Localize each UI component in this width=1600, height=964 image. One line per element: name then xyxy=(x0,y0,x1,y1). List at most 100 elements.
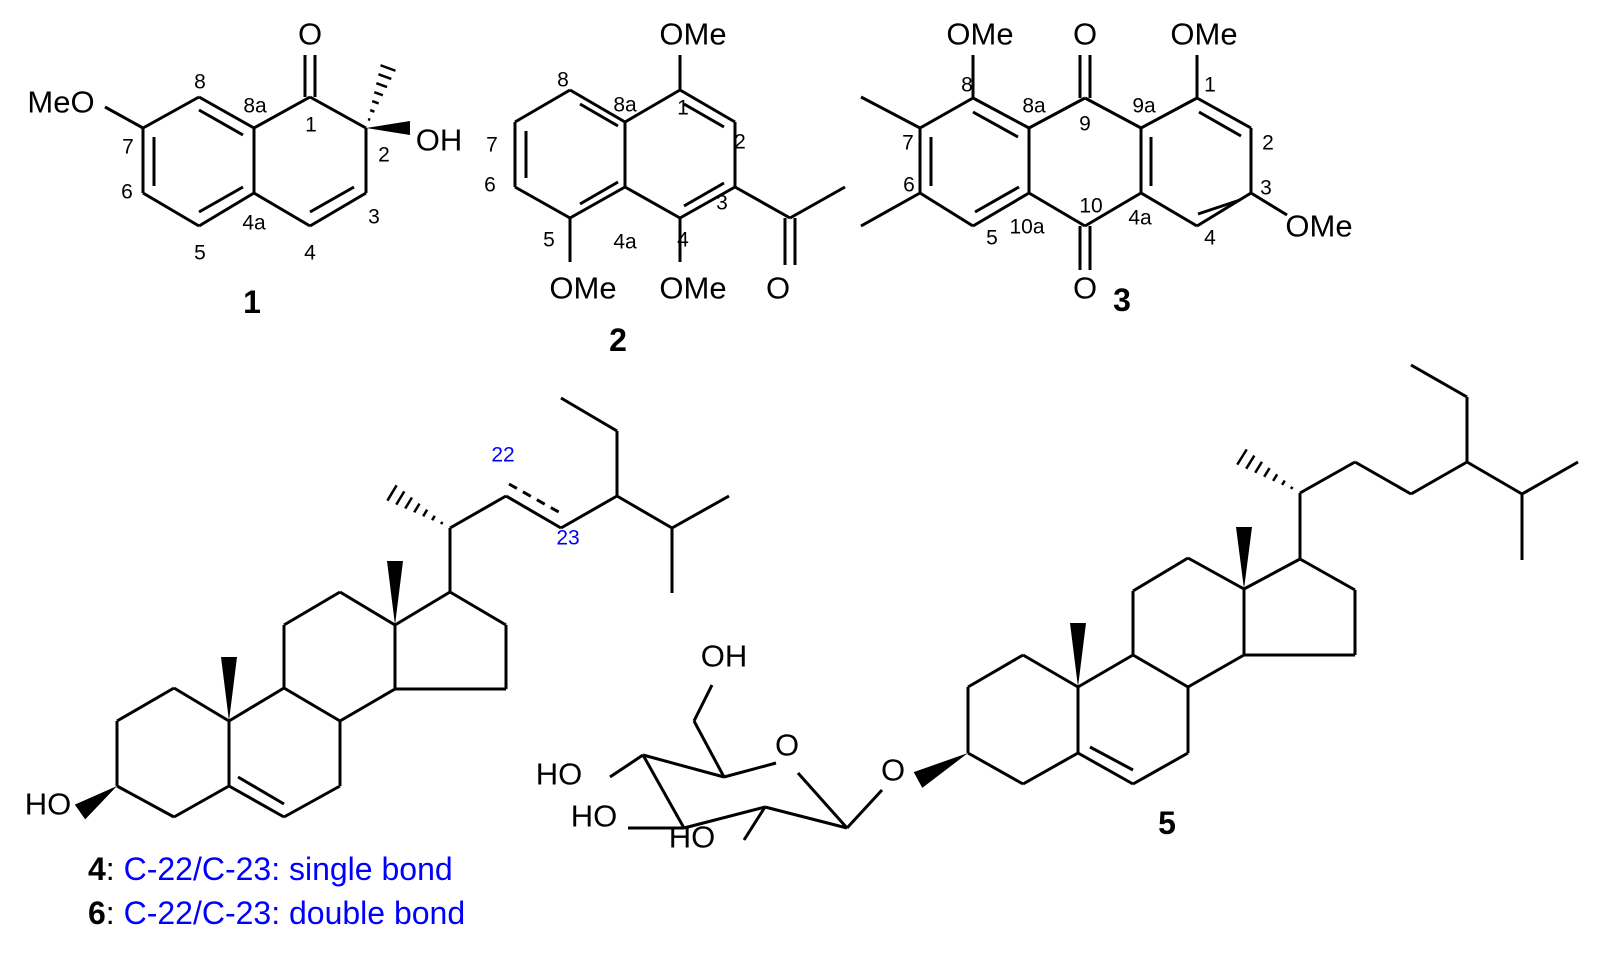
wedge-bond xyxy=(74,786,117,820)
bond xyxy=(1466,460,1523,496)
bond xyxy=(142,95,200,130)
compound-3: OMe O OMe OMe O 8 7 6 8a 9 9a 1 2 3 4 4a… xyxy=(902,17,1352,319)
bond xyxy=(734,185,791,220)
bond xyxy=(142,191,200,228)
bond xyxy=(569,88,626,124)
bond xyxy=(1196,96,1252,130)
bond xyxy=(116,686,175,723)
locant-22: 22 xyxy=(491,444,514,467)
bond xyxy=(560,494,618,530)
bond xyxy=(742,806,767,841)
atom-label-ho: HO xyxy=(571,799,618,834)
bond xyxy=(1250,191,1288,217)
hashed-bond xyxy=(404,496,413,510)
bond xyxy=(579,102,619,128)
locant: 8a xyxy=(613,94,637,117)
bond xyxy=(679,88,736,124)
bond xyxy=(508,482,565,517)
bond xyxy=(972,110,1019,139)
bond xyxy=(919,191,974,228)
locant: 5 xyxy=(194,242,206,265)
bond xyxy=(228,686,285,723)
locant: 5 xyxy=(986,227,998,250)
bond xyxy=(679,185,736,220)
bond xyxy=(1299,460,1356,495)
atom-label-o: O xyxy=(1073,271,1097,306)
atom-label-oh: OH xyxy=(416,123,463,158)
bond xyxy=(1299,557,1356,592)
bond xyxy=(1197,198,1241,216)
bond xyxy=(1140,191,1198,228)
bond xyxy=(845,788,884,830)
bond xyxy=(1198,110,1242,138)
hashed-bond xyxy=(386,484,398,502)
bond xyxy=(1187,556,1245,591)
caption-separator: : xyxy=(106,851,124,887)
bond xyxy=(1022,653,1079,689)
bond xyxy=(514,88,571,124)
bond xyxy=(173,686,230,723)
bond xyxy=(449,590,507,627)
locant: 4 xyxy=(677,229,689,252)
locant: 8a xyxy=(243,95,267,118)
hashed-bond xyxy=(422,509,429,517)
bond xyxy=(283,686,341,723)
compound-5: OH O HO HO HO O 5 xyxy=(536,639,1176,855)
bond-lines xyxy=(74,55,1579,841)
bond xyxy=(919,96,974,130)
compound-number: 2 xyxy=(609,322,627,358)
bond xyxy=(198,185,244,214)
bond xyxy=(609,753,644,779)
bond xyxy=(1089,745,1134,772)
locant: 2 xyxy=(734,131,746,154)
bond xyxy=(1077,653,1134,689)
compound-1: O OH MeO 8 8a 1 2 7 6 3 5 4a 4 1 xyxy=(27,17,462,321)
compound-4-6: HO 22 23 xyxy=(25,444,580,822)
locant: 1 xyxy=(677,97,689,120)
atom-label-o: O xyxy=(881,753,905,788)
wedge-bond xyxy=(1070,623,1086,687)
bond xyxy=(449,494,507,530)
caption-compound-4: 4: C-22/C-23: single bond xyxy=(88,851,453,887)
bond xyxy=(972,191,1030,228)
locant: 4a xyxy=(242,212,266,235)
bond xyxy=(641,754,686,829)
hashed-bond xyxy=(380,64,396,72)
hashed-bond xyxy=(1245,454,1256,470)
bond xyxy=(1084,96,1142,130)
caption-text: C-22/C-23: single bond xyxy=(124,851,453,887)
atom-label-ome: OMe xyxy=(946,17,1013,52)
bond xyxy=(283,784,341,819)
hashed-bond xyxy=(1272,473,1279,482)
bond xyxy=(237,775,285,806)
atom-label-ho: HO xyxy=(669,820,716,855)
bond xyxy=(624,185,681,220)
bond xyxy=(974,185,1020,214)
atom-label-ome: OMe xyxy=(659,17,726,52)
hashed-bond xyxy=(439,521,444,525)
bond xyxy=(198,95,255,130)
compound-2: OMe OMe OMe O 8 8a 1 2 7 6 3 5 4a 4 2 xyxy=(484,17,790,359)
bond xyxy=(624,88,681,124)
bond xyxy=(967,653,1024,689)
bond xyxy=(860,191,921,228)
hashed-bond xyxy=(367,117,371,121)
hashed-bond xyxy=(373,90,384,97)
bond xyxy=(173,784,230,819)
bond xyxy=(1132,653,1189,689)
bond xyxy=(1243,557,1301,591)
bond xyxy=(309,95,367,130)
caption-text: C-22/C-23: double bond xyxy=(124,895,466,931)
bond xyxy=(1354,460,1412,496)
bond xyxy=(514,185,571,220)
bond xyxy=(394,590,451,627)
bond xyxy=(683,181,725,208)
locant: 8 xyxy=(961,74,973,97)
hashed-bond xyxy=(1254,461,1264,474)
bond xyxy=(505,494,562,530)
bond xyxy=(1084,191,1142,228)
wedge-bond xyxy=(1236,527,1252,589)
bond xyxy=(116,784,175,819)
hashed-bond xyxy=(1263,467,1271,478)
locant: 7 xyxy=(122,136,134,159)
